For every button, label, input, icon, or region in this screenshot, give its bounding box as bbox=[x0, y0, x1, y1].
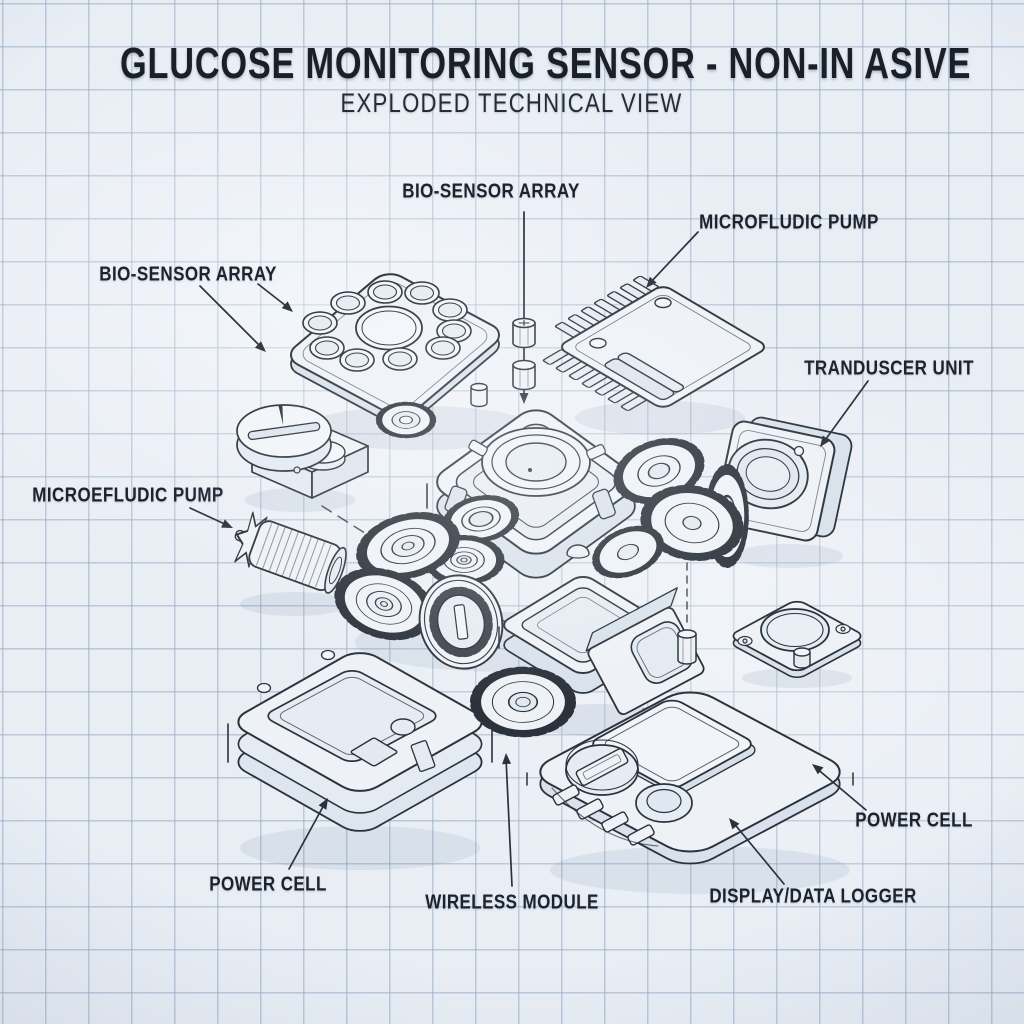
small-top-gear bbox=[379, 404, 432, 436]
bottom-gear bbox=[476, 671, 570, 734]
drive-drum bbox=[418, 574, 504, 670]
battery-well bbox=[565, 739, 639, 796]
label-wireless-module: WIRELESS MODULE bbox=[425, 891, 599, 914]
bio-sensor-plate bbox=[283, 269, 507, 430]
pump-rotor bbox=[234, 511, 347, 594]
sensor-ring-holes bbox=[302, 280, 472, 372]
leader-lines bbox=[189, 231, 869, 887]
transducer-lens-unit bbox=[714, 416, 853, 542]
mounting-standoffs bbox=[470, 317, 536, 408]
label-power-cell-left: POWER CELL bbox=[209, 873, 327, 896]
ic-chip bbox=[542, 275, 769, 411]
display-data-logger-device bbox=[526, 685, 854, 870]
power-cell-battery-pack bbox=[227, 649, 493, 836]
label-bio-sensor-array-left: BIO-SENSOR ARRAY bbox=[99, 263, 277, 286]
label-power-cell-right: POWER CELL bbox=[855, 809, 973, 832]
adjustment-knob-box bbox=[236, 404, 369, 499]
gear-train bbox=[332, 493, 518, 670]
title-block: GLUCOSE MONITORING SENSOR - NON-IN ASIVE… bbox=[0, 39, 1024, 119]
housing-sensor-module bbox=[468, 427, 606, 497]
gear-train-right bbox=[589, 432, 746, 584]
label-transducer-unit: TRANDUSCER UNIT bbox=[804, 357, 974, 380]
dome-button bbox=[566, 544, 590, 559]
connector-cylinder bbox=[677, 629, 697, 665]
label-bio-sensor-array-top: BIO-SENSOR ARRAY bbox=[402, 180, 580, 203]
sensor-well-center bbox=[355, 305, 423, 351]
cover-plate bbox=[729, 599, 866, 680]
label-microfludic-pump-top: MICROFLUDIC PUMP bbox=[699, 211, 879, 234]
diagram-title: GLUCOSE MONITORING SENSOR - NON-IN ASIVE bbox=[120, 39, 972, 88]
label-microefludic-pump-left: MICROEFLUDIC PUMP bbox=[32, 484, 224, 507]
device-buttons bbox=[552, 784, 655, 846]
diagram-subtitle: EXPLODED TECHNICAL VIEW bbox=[340, 88, 684, 118]
label-display-data-logger: DISPLAY/DATA LOGGER bbox=[709, 885, 917, 908]
wireless-module-frame bbox=[498, 574, 705, 715]
diagram-subtitle-wrap: EXPLODED TECHNICAL VIEW bbox=[0, 88, 1024, 118]
